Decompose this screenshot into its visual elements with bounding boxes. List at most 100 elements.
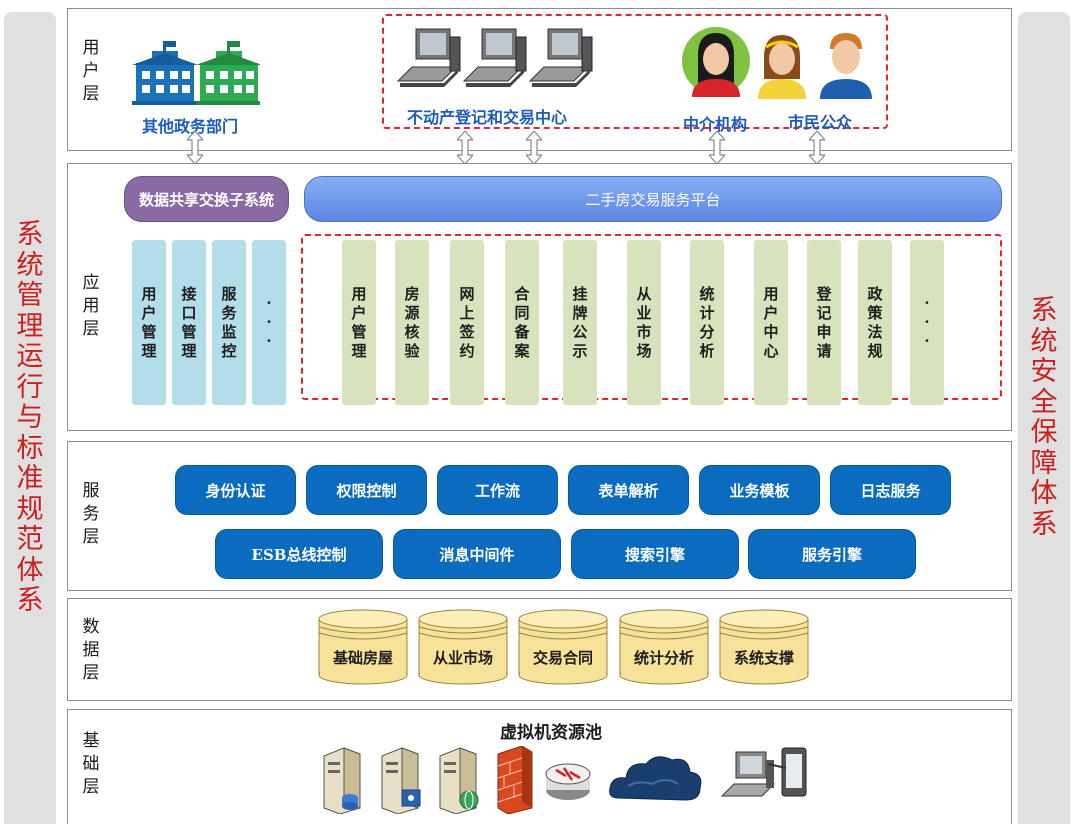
module-char: 户 — [351, 303, 367, 322]
database-cylinder: 交易合同 — [517, 609, 609, 685]
platform-module-column: 网上签约 — [450, 240, 484, 405]
label-char: 础 — [82, 754, 100, 774]
module-char: · — [924, 294, 930, 312]
database-label: 系统支撑 — [733, 649, 794, 667]
module-char: · — [924, 313, 930, 331]
module-char: 监 — [221, 322, 237, 341]
infrastructure-icons — [323, 746, 807, 814]
module-char: 牌 — [572, 303, 588, 322]
module-char: 上 — [459, 303, 475, 322]
module-char: 挂 — [572, 284, 588, 303]
registration-center-label: 不动产登记和交易中心 — [407, 108, 568, 127]
side-char: 管 — [16, 280, 44, 311]
platform-module-column: 从业市场 — [627, 240, 661, 405]
side-char: 安 — [1030, 356, 1058, 387]
side-char: 系 — [1030, 295, 1058, 326]
database-label: 从业市场 — [432, 649, 493, 667]
platform-module-column: 统计分析 — [690, 240, 724, 405]
module-char: 理 — [181, 341, 197, 360]
label-char: 务 — [82, 504, 100, 524]
application-layer: 应用层 数据共享交换子系统 二手房交易服务平台 用户管理接口管理服务监控··· … — [67, 163, 1012, 431]
side-char: 体 — [1030, 478, 1058, 509]
label-char: 层 — [82, 663, 100, 683]
database-icon — [418, 609, 508, 685]
second-hand-housing-platform: 二手房交易服务平台 — [304, 176, 1002, 222]
label-char: 据 — [82, 640, 100, 660]
government-building-icon — [132, 41, 260, 105]
service-block: 日志服务 — [830, 465, 951, 515]
citizen-label: 市民公众 — [788, 113, 853, 132]
service-block: ESB总线控制 — [215, 529, 383, 579]
side-char: 行 — [16, 371, 44, 403]
side-char: 障 — [1030, 447, 1058, 479]
module-char: 场 — [636, 341, 652, 360]
label-char: 户 — [82, 61, 100, 81]
module-char: 源 — [404, 303, 420, 322]
platform-module-column: 挂牌公示 — [563, 240, 597, 405]
label-char: 层 — [82, 319, 100, 339]
side-char: 统 — [16, 249, 44, 281]
database-label: 统计分析 — [633, 649, 694, 667]
database-icon — [719, 609, 809, 685]
double-arrow-icon — [457, 131, 473, 164]
platform-module-column: 合同备案 — [505, 240, 539, 405]
module-char: · — [266, 294, 272, 312]
data-share-subsystem: 数据共享交换子系统 — [124, 176, 289, 222]
side-char: 规 — [16, 493, 44, 525]
module-char: 管 — [351, 322, 367, 341]
module-char: 管 — [181, 322, 197, 341]
label-char: 层 — [82, 777, 100, 797]
module-char: 核 — [404, 322, 420, 341]
module-char: 申 — [816, 322, 832, 341]
module-char: 业 — [636, 303, 652, 322]
database-icon — [619, 609, 709, 685]
platform-module-column: 房源核验 — [395, 240, 429, 405]
admin-module-column: 用户管理 — [132, 240, 166, 405]
module-char: · — [266, 313, 272, 331]
module-char: 登 — [816, 284, 832, 303]
side-char: 系 — [1030, 508, 1058, 540]
router-icon — [545, 763, 591, 800]
module-char: 理 — [351, 341, 367, 360]
service-block: 消息中间件 — [393, 529, 561, 579]
module-char: 用 — [351, 284, 367, 303]
user-layer: 用户层 其他政务部门 — [67, 8, 1012, 151]
platform-module-column: ··· — [910, 240, 944, 405]
side-char: 系 — [16, 585, 44, 616]
workstation-icon — [720, 751, 776, 797]
side-char: 准 — [16, 463, 44, 494]
database-icon — [518, 609, 608, 685]
label-char: 应 — [82, 273, 100, 293]
module-char: 市 — [636, 322, 652, 341]
service-block: 搜索引擎 — [571, 529, 739, 579]
label-char: 层 — [82, 84, 100, 104]
data-layer-label: 数据层 — [78, 616, 104, 685]
infrastructure-layer: 基础层 虚拟机资源池 — [67, 709, 1012, 824]
double-arrow-icon — [526, 131, 542, 164]
service-block: 表单解析 — [568, 465, 689, 515]
side-char: 与 — [16, 402, 44, 433]
module-char: 服 — [221, 284, 237, 303]
service-block: 权限控制 — [306, 465, 427, 515]
application-layer-label: 应用层 — [78, 272, 104, 341]
admin-module-column: 接口管理 — [172, 240, 206, 405]
module-char: 规 — [867, 341, 883, 360]
side-char: 范 — [16, 524, 44, 555]
module-char: 合 — [514, 284, 530, 303]
label-char: 用 — [82, 296, 100, 316]
module-char: 分 — [699, 322, 715, 341]
vm-resource-pool-title: 虚拟机资源池 — [500, 723, 602, 743]
service-layer-label: 服务层 — [78, 480, 104, 549]
database-cylinder: 基础房屋 — [317, 609, 409, 685]
side-char: 统 — [1030, 325, 1058, 357]
left-side-panel: 系统管理运行与标准规范体系 — [4, 12, 56, 824]
module-char: 理 — [141, 341, 157, 360]
server-globe-icon — [439, 747, 479, 814]
side-char: 运 — [16, 341, 44, 372]
module-char: · — [266, 332, 272, 350]
double-arrow-icon — [809, 131, 825, 164]
database-label: 交易合同 — [532, 649, 593, 667]
label-char: 服 — [82, 481, 100, 501]
module-char: · — [924, 332, 930, 350]
double-arrow-icon — [709, 131, 725, 164]
